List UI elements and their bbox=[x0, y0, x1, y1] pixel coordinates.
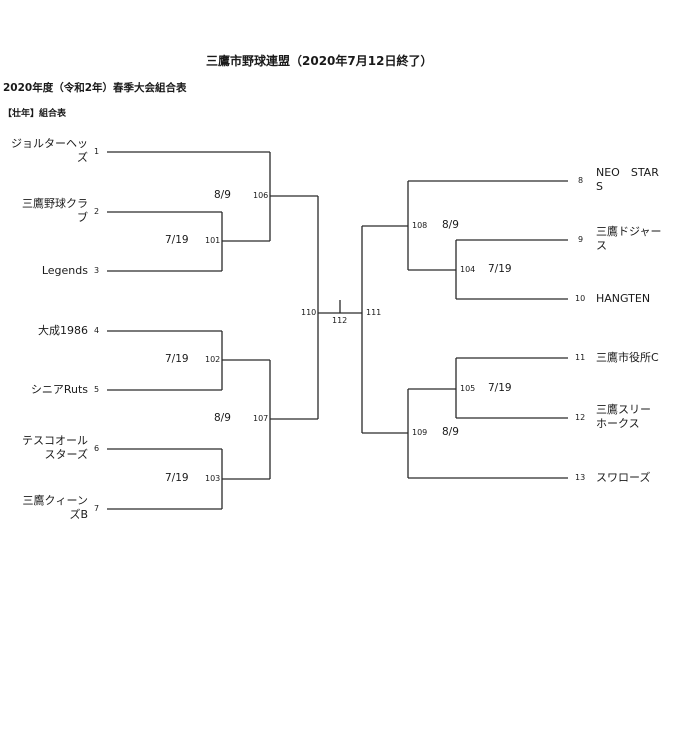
team-name: 三鷹クィーン ズB bbox=[22, 494, 88, 521]
team-seed: 13 bbox=[575, 473, 586, 482]
team-name: 大成1986 bbox=[38, 324, 88, 337]
team-name: Legends bbox=[41, 264, 88, 277]
match-number: 106 bbox=[253, 191, 269, 200]
match-date: 7/19 bbox=[165, 472, 189, 484]
team-seed: 6 bbox=[94, 444, 100, 453]
match-number: 103 bbox=[205, 474, 221, 483]
match-date: 7/19 bbox=[165, 234, 189, 246]
match-number: 104 bbox=[460, 265, 476, 274]
match-number: 105 bbox=[460, 384, 476, 393]
team-name: NEO STAR S bbox=[596, 166, 659, 193]
section-label: 【壮年】組合表 bbox=[3, 109, 67, 119]
match-date: 8/9 bbox=[442, 219, 459, 231]
match-date: 7/19 bbox=[488, 263, 512, 275]
team-name: 三鷹野球クラ ブ bbox=[22, 197, 88, 224]
team-name: ジョルターヘッ ズ bbox=[11, 137, 88, 164]
match-number: 112 bbox=[332, 316, 348, 325]
team-seed: 11 bbox=[575, 353, 586, 362]
team-seed: 9 bbox=[578, 235, 584, 244]
match-number: 111 bbox=[366, 308, 382, 317]
team-seed: 4 bbox=[94, 326, 100, 335]
team-name: HANGTEN bbox=[596, 292, 651, 305]
match-date: 8/9 bbox=[442, 426, 459, 438]
match-number: 108 bbox=[412, 221, 428, 230]
team-seed: 1 bbox=[94, 147, 100, 156]
team-name: 三鷹ドジャー ス bbox=[596, 225, 662, 252]
team-name: テスコオール スターズ bbox=[22, 434, 88, 461]
team-seed: 8 bbox=[578, 176, 584, 185]
team-name: 三鷹市役所C bbox=[596, 351, 659, 364]
team-seed: 12 bbox=[575, 413, 586, 422]
page-title: 三鷹市野球連盟（2020年7月12日終了） bbox=[206, 54, 433, 68]
team-seed: 2 bbox=[94, 207, 100, 216]
team-seed: 5 bbox=[94, 385, 100, 394]
match-number: 107 bbox=[253, 414, 269, 423]
team-name: スワローズ bbox=[596, 471, 651, 484]
match-number: 110 bbox=[301, 308, 317, 317]
team-name: シニアRuts bbox=[30, 383, 88, 396]
page-subtitle: 2020年度（令和2年）春季大会組合表 bbox=[3, 82, 187, 94]
match-number: 109 bbox=[412, 428, 428, 437]
match-number: 102 bbox=[205, 355, 221, 364]
match-date: 8/9 bbox=[214, 189, 231, 201]
team-seed: 10 bbox=[575, 294, 586, 303]
match-number: 101 bbox=[205, 236, 221, 245]
team-seed: 7 bbox=[94, 504, 100, 513]
match-date: 7/19 bbox=[488, 382, 512, 394]
team-seed: 3 bbox=[94, 266, 100, 275]
match-date: 8/9 bbox=[214, 412, 231, 424]
match-date: 7/19 bbox=[165, 353, 189, 365]
team-name: 三鷹スリー ホークス bbox=[596, 403, 651, 430]
